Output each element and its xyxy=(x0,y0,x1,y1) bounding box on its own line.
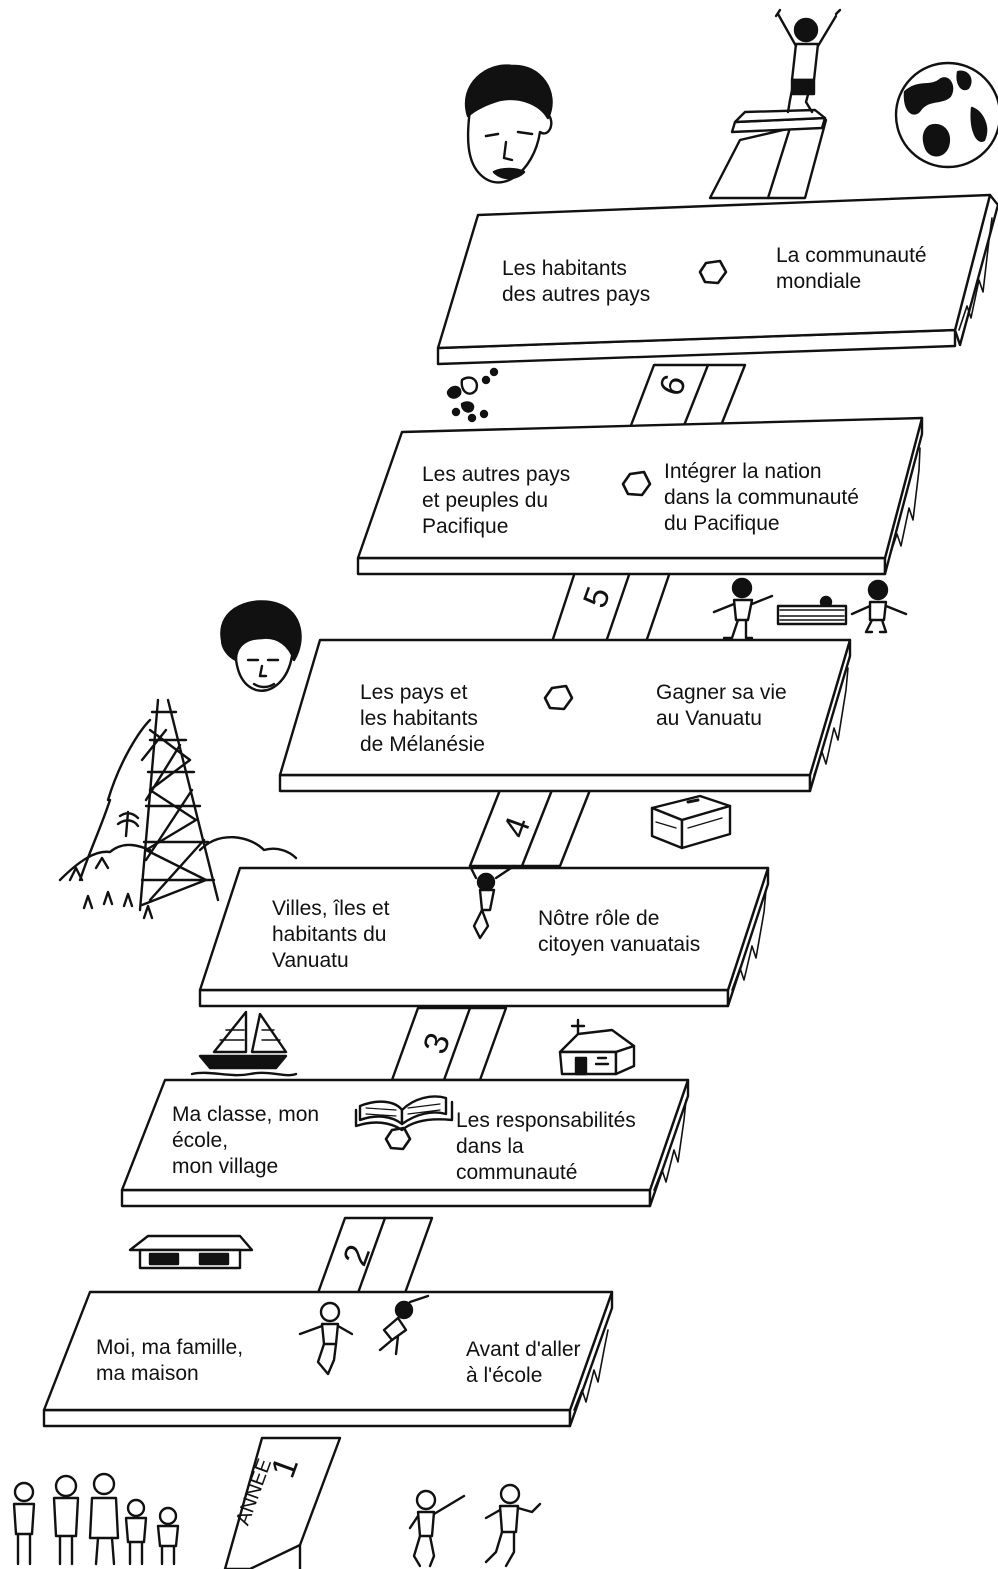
sailboat-icon xyxy=(192,1012,296,1075)
path-segment-top xyxy=(710,120,826,198)
ballot-box-icon xyxy=(652,796,730,848)
step-1-left-label: Moi, ma famille,ma maison xyxy=(96,1335,243,1387)
face-icon xyxy=(221,601,300,690)
children-icon xyxy=(410,1485,540,1566)
house-icon xyxy=(130,1236,252,1268)
face-icon xyxy=(466,66,552,183)
child-cheering-icon xyxy=(732,10,840,132)
islands-icon xyxy=(448,369,497,421)
globe-icon xyxy=(896,63,998,167)
family-icon xyxy=(14,1474,178,1564)
volleyball-icon xyxy=(714,579,906,638)
church-icon xyxy=(560,1020,634,1074)
